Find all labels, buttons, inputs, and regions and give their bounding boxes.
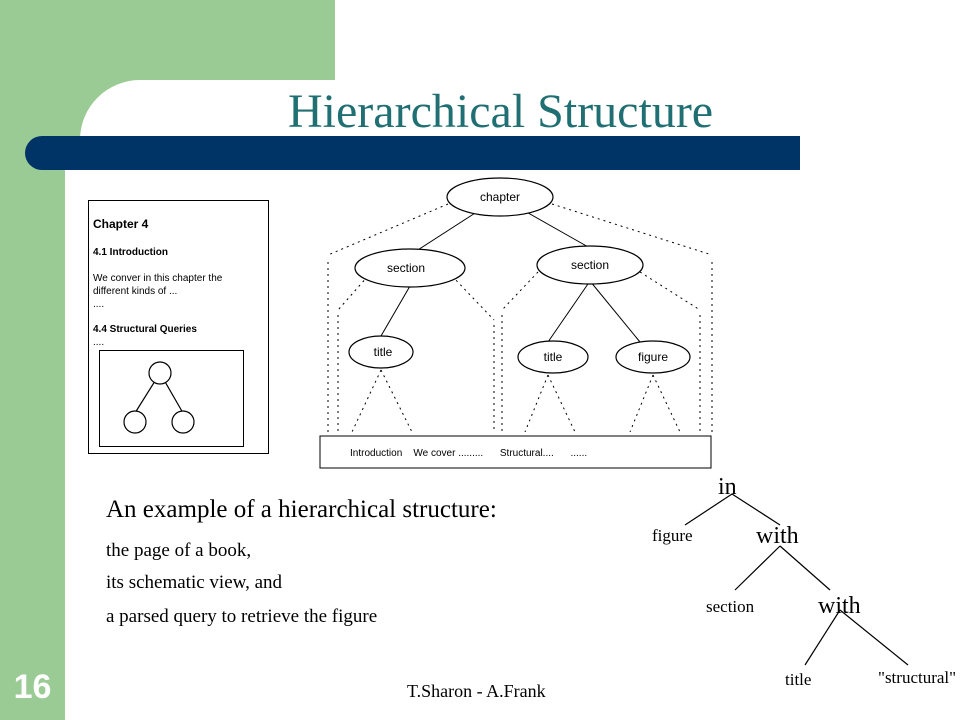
page-figure-box <box>99 350 244 447</box>
page-section-intro: 4.1 Introduction <box>93 247 168 258</box>
label-title-left: title <box>374 345 393 359</box>
page-text-dots: .... <box>93 299 105 310</box>
schema-tree: chapter section section title title figu… <box>319 177 713 469</box>
query-section: section <box>706 597 755 616</box>
caption-line-3: a parsed query to retrieve the figure <box>106 606 378 627</box>
query-tree: in figure with section with title "struc… <box>652 474 956 689</box>
text-strip-box <box>319 435 712 469</box>
slide-footer: T.Sharon - A.Frank <box>407 681 546 701</box>
caption-line-2: its schematic view, and <box>106 572 283 593</box>
page-text-line: different kinds of ... <box>93 286 178 297</box>
page-text-line: We conver in this chapter the <box>93 273 223 284</box>
node-title-right <box>517 340 589 374</box>
query-structural: "structural" <box>878 668 956 687</box>
page-chapter-heading: Chapter 4 <box>93 217 149 231</box>
label-figure: figure <box>638 350 668 364</box>
query-figure: figure <box>652 526 693 545</box>
page-text-dots: .... <box>93 337 105 348</box>
label-chapter: chapter <box>480 190 520 204</box>
node-section-left <box>354 248 466 288</box>
query-in: in <box>718 474 737 500</box>
page-figure-tree <box>123 361 195 434</box>
label-section-right: section <box>571 258 609 272</box>
caption-heading: An example of a hierarchical structure: <box>106 496 497 523</box>
page-section-structural: 4.4 Structural Queries <box>93 324 197 335</box>
title-underline-bar <box>25 136 800 170</box>
node-title-left <box>348 335 414 369</box>
text-strip-label: Introduction We cover ......... Structur… <box>350 448 587 459</box>
slide-title: Hierarchical Structure <box>288 85 714 138</box>
book-page: Chapter 4 4.1 Introduction We conver in … <box>88 200 269 454</box>
query-with-2: with <box>818 593 861 619</box>
slide-number: 16 <box>13 668 52 706</box>
node-figure <box>615 340 691 374</box>
caption-line-1: the page of a book, <box>106 540 252 561</box>
query-title: title <box>785 670 811 689</box>
label-title-right: title <box>544 350 563 364</box>
query-with-1: with <box>756 523 799 549</box>
label-section-left: section <box>387 261 425 275</box>
node-section-right <box>536 245 644 285</box>
node-chapter <box>446 177 554 217</box>
